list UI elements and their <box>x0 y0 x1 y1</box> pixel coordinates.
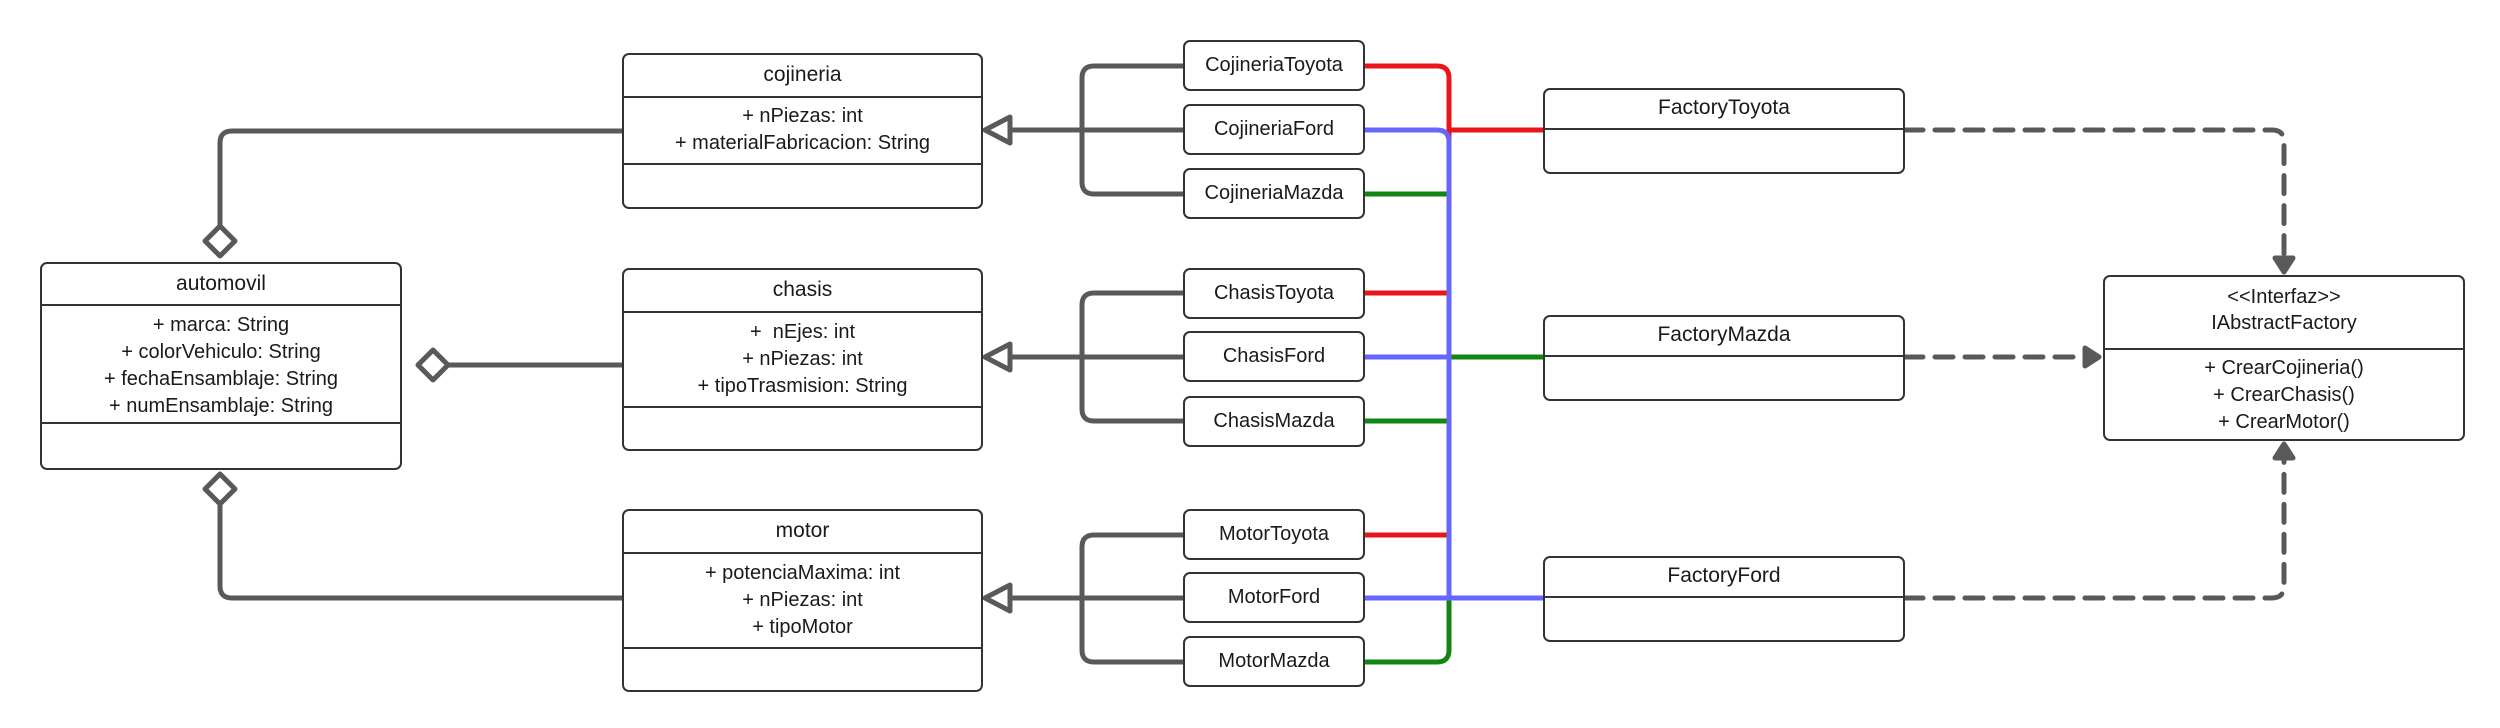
automovil-class[interactable]: automovil + marca: String + colorVehicul… <box>40 262 402 470</box>
method: + CrearMotor() <box>2218 411 2350 433</box>
motor-ford-class[interactable]: MotorFord <box>1183 572 1365 623</box>
aggregation-diamond <box>202 223 238 259</box>
attribute: + colorVehiculo: String <box>121 341 321 363</box>
class-name: FactoryMazda <box>1545 317 1903 357</box>
class-name: motor <box>624 511 981 554</box>
attribute: + marca: String <box>152 314 290 336</box>
aggregation-diamond <box>202 471 238 507</box>
attribute: + tipoMotor <box>752 616 853 638</box>
aggregation-line <box>217 128 625 229</box>
class-name: FactoryFord <box>1545 558 1903 598</box>
cojineria-ford-class[interactable]: CojineriaFord <box>1183 104 1365 155</box>
generalization-arrowhead <box>982 582 1013 614</box>
class-name: FactoryToyota <box>1545 90 1903 130</box>
realization-arrowhead <box>2272 255 2296 275</box>
realization-line <box>1902 127 2287 261</box>
chasis-ford-class[interactable]: ChasisFord <box>1183 331 1365 382</box>
class-methods <box>624 165 981 171</box>
generalization-arrowhead <box>982 114 1013 146</box>
iabstractfactory-interface[interactable]: <<Interfaz>> IAbstractFactory + CrearCoj… <box>2103 275 2465 441</box>
attribute: + fechaEnsamblaje: String <box>103 368 339 390</box>
class-methods <box>624 408 981 414</box>
factory-ford-class[interactable]: FactoryFord <box>1543 556 1905 642</box>
class-attributes: + potenciaMaxima: int + nPiezas: int + t… <box>624 554 981 649</box>
method: + CrearChasis() <box>2213 384 2355 406</box>
stereotype-label: <<Interfaz>> <box>2227 286 2341 308</box>
attribute: + numEnsamblaje: String <box>108 395 333 417</box>
attribute: + nPiezas: int <box>742 589 863 611</box>
factory-mazda-class[interactable]: FactoryMazda <box>1543 315 1905 401</box>
mazda-link <box>1362 354 1546 665</box>
attribute: + nPiezas: int <box>742 105 863 127</box>
class-attributes: + nEjes: int + nPiezas: int + tipoTrasmi… <box>624 313 981 408</box>
class-name: automovil <box>42 264 400 306</box>
interface-header: <<Interfaz>> IAbstractFactory <box>2105 277 2463 350</box>
method: + CrearCojineria() <box>2204 357 2364 379</box>
motor-class[interactable]: motor + potenciaMaxima: int + nPiezas: i… <box>622 509 983 692</box>
attribute: + nEjes: int <box>749 321 856 343</box>
interface-name: IAbstractFactory <box>2211 312 2357 334</box>
realization-arrowhead <box>2272 441 2296 461</box>
class-methods <box>624 649 981 655</box>
cojineria-mazda-class[interactable]: CojineriaMazda <box>1183 168 1365 219</box>
ford-link <box>1362 127 1546 601</box>
motor-toyota-class[interactable]: MotorToyota <box>1183 509 1365 560</box>
class-name: cojineria <box>624 55 981 98</box>
attribute: + nPiezas: int <box>742 348 863 370</box>
aggregation-diamond <box>415 347 451 383</box>
generalization-arrowhead <box>982 341 1013 373</box>
attribute: + potenciaMaxima: int <box>704 562 901 584</box>
motor-mazda-class[interactable]: MotorMazda <box>1183 636 1365 687</box>
factory-toyota-class[interactable]: FactoryToyota <box>1543 88 1905 174</box>
toyota-link <box>1362 63 1546 133</box>
chasis-class[interactable]: chasis + nEjes: int + nPiezas: int + tip… <box>622 268 983 451</box>
cojineria-class[interactable]: cojineria + nPiezas: int + materialFabri… <box>622 53 983 209</box>
chasis-toyota-class[interactable]: ChasisToyota <box>1183 268 1365 319</box>
class-attributes: + marca: String + colorVehiculo: String … <box>42 306 400 424</box>
chasis-mazda-class[interactable]: ChasisMazda <box>1183 396 1365 447</box>
realization-line <box>1902 455 2287 601</box>
class-methods <box>42 424 400 430</box>
class-attributes: + nPiezas: int + materialFabricacion: St… <box>624 98 981 165</box>
cojineria-toyota-class[interactable]: CojineriaToyota <box>1183 40 1365 91</box>
aggregation-line <box>217 501 625 601</box>
class-name: chasis <box>624 270 981 313</box>
realization-arrowhead <box>2082 345 2102 369</box>
attribute: + tipoTrasmision: String <box>697 375 908 397</box>
attribute: + materialFabricacion: String <box>674 132 931 154</box>
interface-methods: + CrearCojineria() + CrearChasis() + Cre… <box>2105 350 2463 436</box>
